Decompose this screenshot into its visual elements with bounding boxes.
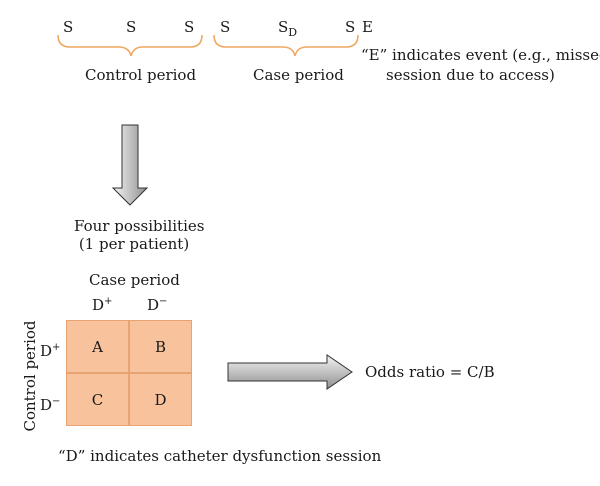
table-cell-b: B [129, 320, 192, 373]
table-cell-a: A [66, 320, 129, 373]
possibilities-line-1: Four possibilities [74, 217, 205, 235]
case-session-mark-3: S [345, 18, 356, 36]
possibilities-line-2: (1 per patient) [78, 235, 190, 253]
row-header-sup: − [52, 396, 61, 407]
col-header-sup: + [104, 296, 113, 307]
event-note-line-2: session due to access) [386, 66, 555, 84]
col-header-d-plus: D+ [92, 297, 112, 313]
session-letter: S [278, 18, 289, 36]
table-control-period-label: Control period [21, 320, 39, 432]
col-header-base: D [147, 296, 160, 314]
col-header-d-minus: D− [147, 297, 167, 313]
dysfunction-subscript: D [288, 26, 298, 39]
row-header-d-plus: D+ [40, 343, 60, 359]
case-period-label: Case period [253, 66, 344, 84]
event-note-line-1: “E” indicates event (e.g., missed [361, 46, 600, 64]
col-header-sup: − [159, 296, 168, 307]
footnote: “D” indicates catheter dysfunction sessi… [58, 447, 382, 465]
right-arrow [227, 354, 353, 390]
control-session-mark-2: S [126, 18, 137, 36]
control-session-mark-1: S [63, 18, 74, 36]
table-cell-c: C [66, 373, 129, 426]
control-period-brace [57, 34, 203, 57]
table-cell-d: D [129, 373, 192, 426]
row-header-base: D [40, 396, 53, 414]
col-header-base: D [92, 296, 105, 314]
case-session-mark-dysfunction: SD [278, 18, 297, 39]
row-header-sup: + [52, 342, 61, 353]
odds-ratio-text: Odds ratio = C/B [365, 363, 495, 381]
table-case-period-label: Case period [89, 271, 180, 289]
event-mark: E [362, 18, 373, 36]
control-period-label: Control period [85, 66, 197, 84]
row-header-base: D [40, 342, 53, 360]
row-header-d-minus: D− [40, 397, 60, 413]
down-arrow [111, 124, 149, 206]
case-session-mark-1: S [220, 18, 231, 36]
control-session-mark-3: S [184, 18, 195, 36]
case-period-brace [213, 34, 359, 57]
